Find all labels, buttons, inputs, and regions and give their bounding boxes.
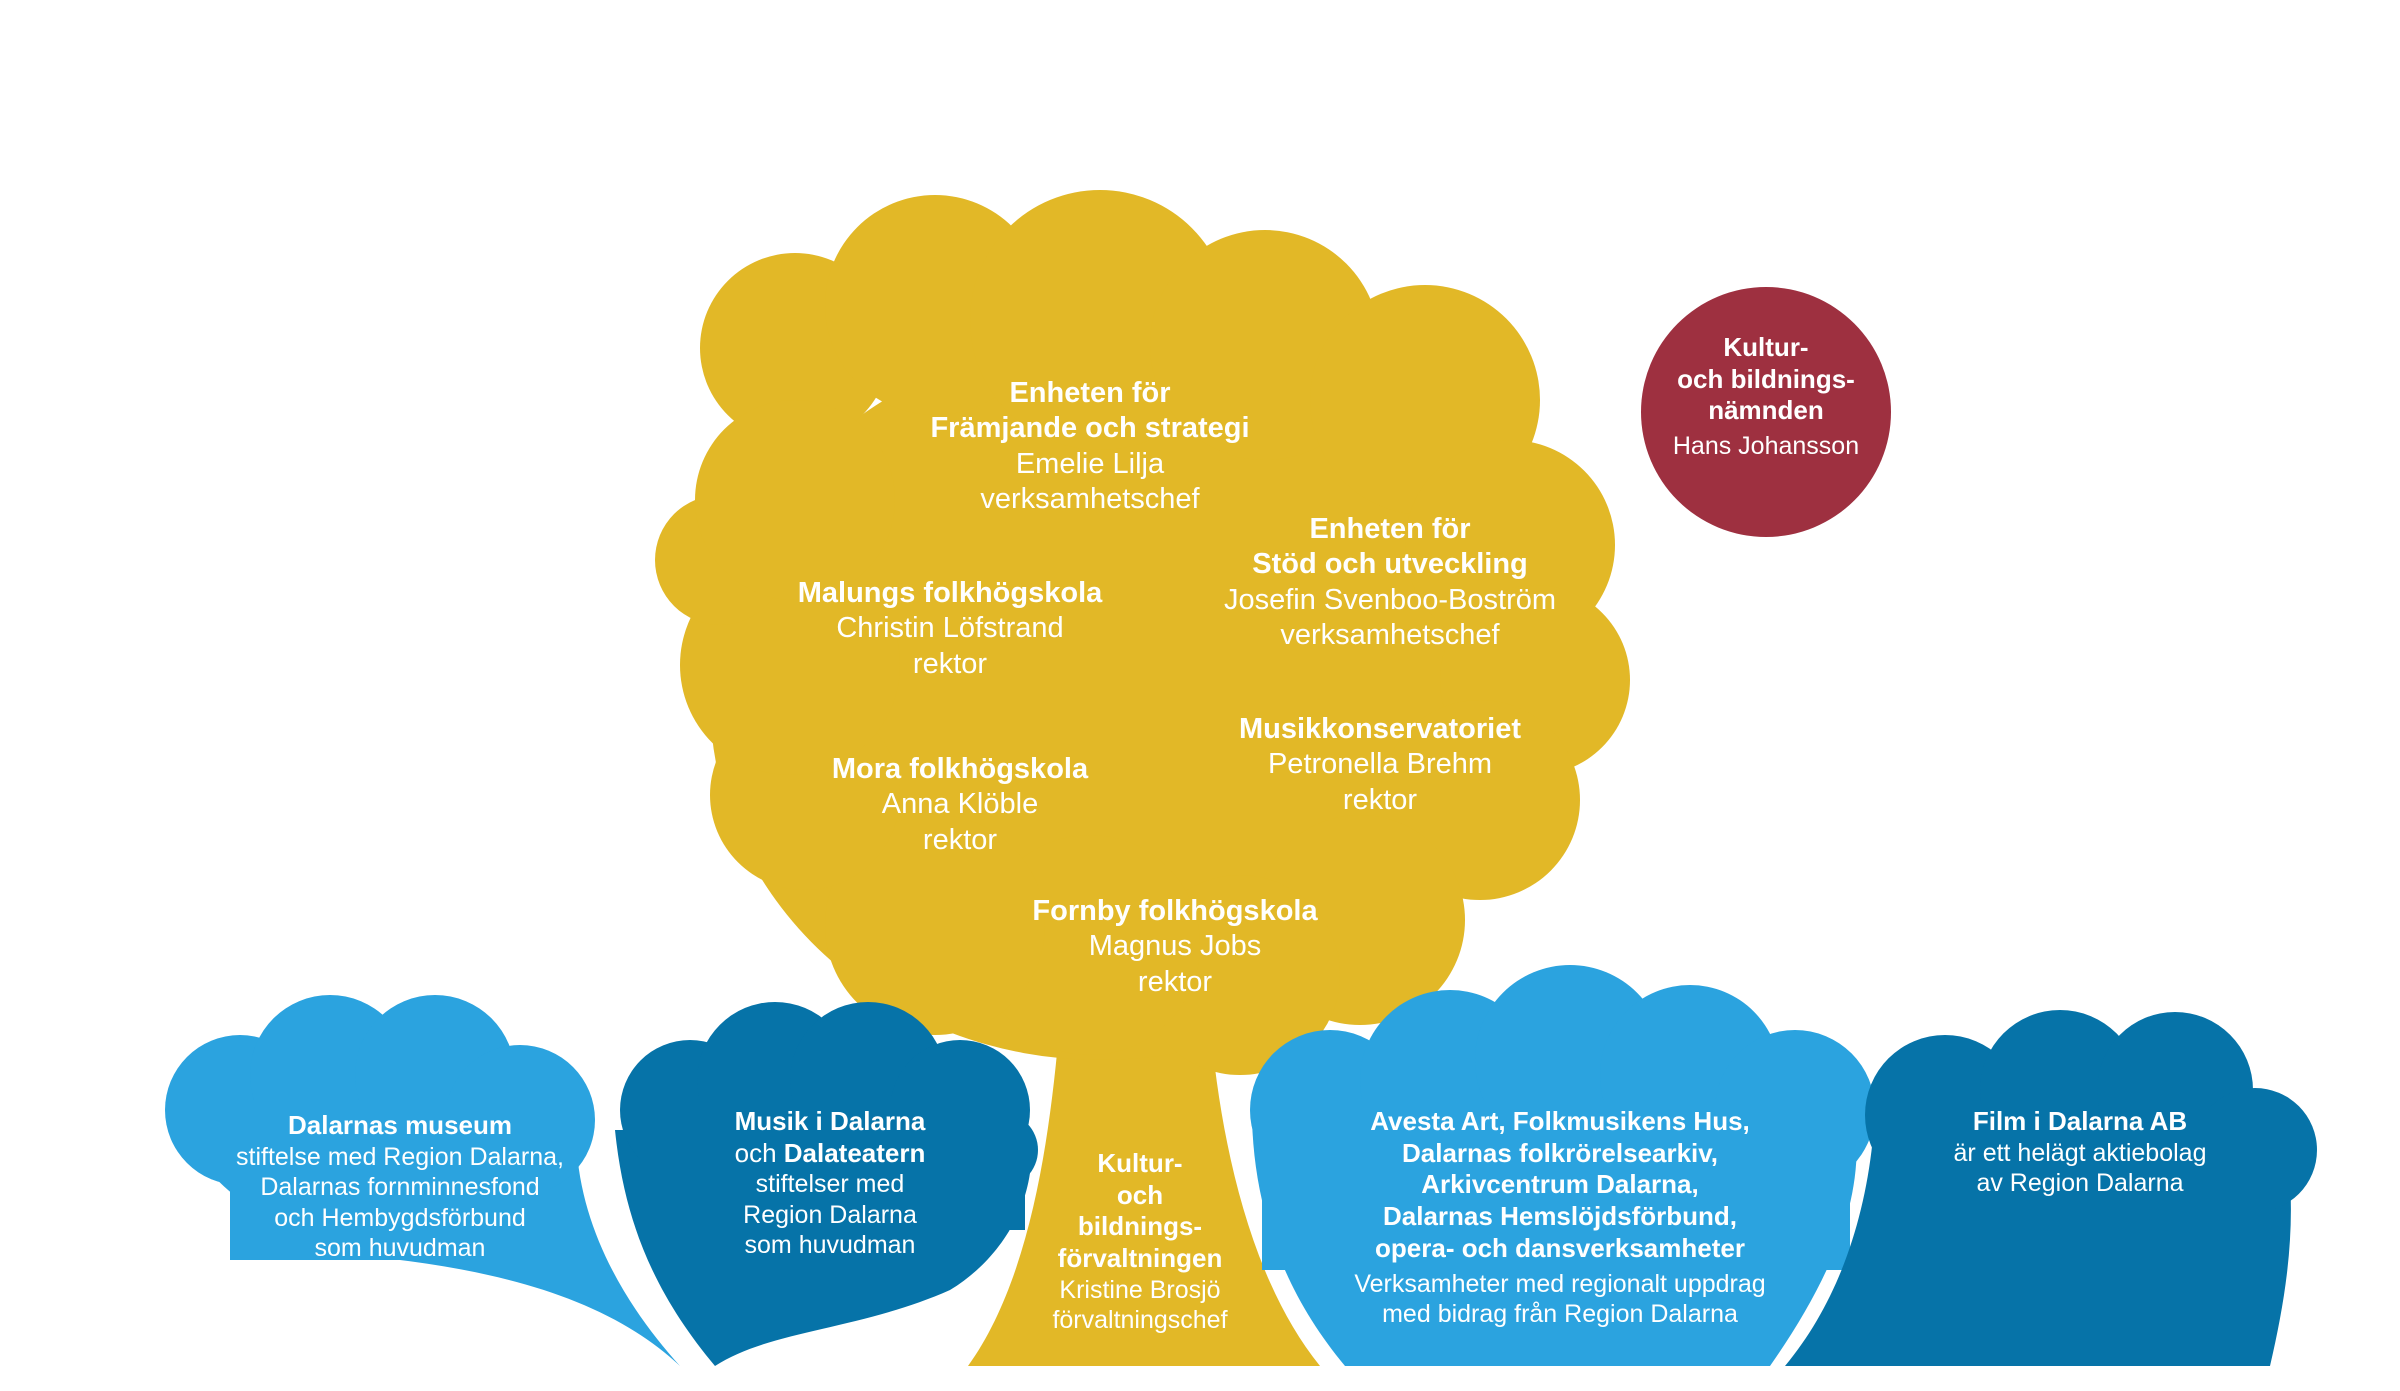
avesta-desc2: med bidrag från Region Dalarna xyxy=(1382,1300,1738,1329)
unit-fornby: Fornby folkhögskola Magnus Jobs rektor xyxy=(975,894,1375,1000)
museum-line4: som huvudman xyxy=(314,1234,486,1263)
musik-title2: Dalateatern xyxy=(783,1137,926,1168)
unit-stod-title1: Enheten för xyxy=(1309,513,1471,545)
bush-film xyxy=(1785,1010,2317,1366)
musik-title-row2: och Dalateatern xyxy=(660,1138,1000,1170)
council-name-line2: och bildnings- xyxy=(1677,363,1855,394)
musik-line3: som huvudman xyxy=(744,1231,916,1260)
film-line2: av Region Dalarna xyxy=(1976,1169,2184,1198)
unit-stod-person: Josefin Svenboo-Boström xyxy=(1223,583,1557,616)
unit-framjande-title1: Enheten för xyxy=(1009,377,1171,409)
council-label: Kultur- och bildnings- nämnden Hans Joha… xyxy=(1641,332,1891,462)
avesta-label: Avesta Art, Folkmusikens Hus, Dalarnas f… xyxy=(1280,1106,1840,1330)
unit-framjande-role: verksamhetschef xyxy=(980,483,1200,516)
unit-musikkons-role: rektor xyxy=(1342,783,1418,816)
council-person: Hans Johansson xyxy=(1672,432,1860,461)
unit-musikkonservatoriet: Musikkonservatoriet Petronella Brehm rek… xyxy=(1180,712,1580,818)
bush-museum xyxy=(165,995,681,1366)
trunk-person: Kristine Brosjö xyxy=(1059,1275,1221,1304)
musik-label: Musik i Dalarna och Dalateatern stiftels… xyxy=(660,1106,1000,1261)
unit-stod: Enheten för Stöd och utveckling Josefin … xyxy=(1180,512,1600,654)
avesta-line1: Avesta Art, Folkmusikens Hus, xyxy=(1370,1106,1750,1136)
tree-trunk xyxy=(968,1020,1320,1366)
bush-avesta xyxy=(1250,965,1875,1366)
museum-line3: och Hembygdsförbund xyxy=(274,1203,526,1232)
unit-malung: Malungs folkhögskola Christin Löfstrand … xyxy=(750,576,1150,682)
musik-line1: stiftelser med xyxy=(755,1170,905,1199)
avesta-line5: opera- och dansverksamheter xyxy=(1375,1232,1745,1263)
film-title: Film i Dalarna AB xyxy=(1972,1106,2188,1136)
unit-mora-role: rektor xyxy=(922,823,998,856)
unit-musikkons-person: Petronella Brehm xyxy=(1267,748,1493,781)
unit-fornby-person: Magnus Jobs xyxy=(1088,930,1262,963)
avesta-desc1: Verksamheter med regionalt uppdrag xyxy=(1354,1269,1766,1298)
unit-musikkons-title: Musikkonservatoriet xyxy=(1238,713,1522,745)
avesta-line3: Arkivcentrum Dalarna, xyxy=(1421,1169,1699,1200)
musik-och: och xyxy=(734,1137,777,1168)
unit-mora-title: Mora folkhögskola xyxy=(831,753,1089,785)
council-name-line1: Kultur- xyxy=(1723,332,1809,362)
trunk-line1: Kultur- xyxy=(1097,1148,1183,1178)
trunk-line3: bildnings- xyxy=(1077,1211,1203,1242)
unit-fornby-title: Fornby folkhögskola xyxy=(1032,895,1318,927)
council-circle xyxy=(1641,287,1891,537)
unit-framjande-person: Emelie Lilja xyxy=(1015,447,1165,480)
museum-line1: stiftelse med Region Dalarna, xyxy=(236,1142,564,1171)
unit-stod-title2: Stöd och utveckling xyxy=(1252,548,1528,581)
film-label: Film i Dalarna AB är ett helägt aktiebol… xyxy=(1910,1106,2250,1199)
trunk-line4: förvaltningen xyxy=(1057,1243,1223,1274)
unit-fornby-role: rektor xyxy=(1137,965,1213,998)
bush-musik xyxy=(615,1002,1038,1366)
tree-crown xyxy=(655,190,1630,1075)
trunk-line2: och xyxy=(1116,1179,1164,1210)
avesta-line4: Dalarnas Hemslöjdsförbund, xyxy=(1383,1201,1737,1232)
council-name-line3: nämnden xyxy=(1708,395,1824,426)
unit-framjande-title2: Främjande och strategi xyxy=(930,412,1250,445)
unit-framjande: Enheten för Främjande och strategi Emeli… xyxy=(850,376,1330,518)
unit-mora: Mora folkhögskola Anna Klöble rektor xyxy=(780,752,1140,858)
museum-label: Dalarnas museum stiftelse med Region Dal… xyxy=(190,1110,610,1264)
film-line1: är ett helägt aktiebolag xyxy=(1953,1138,2207,1167)
unit-stod-role: verksamhetschef xyxy=(1280,619,1500,652)
museum-line2: Dalarnas fornminnesfond xyxy=(260,1173,540,1202)
unit-mora-person: Anna Klöble xyxy=(881,788,1039,821)
museum-title: Dalarnas museum xyxy=(288,1110,512,1140)
avesta-line2: Dalarnas folkrörelsearkiv, xyxy=(1401,1137,1719,1168)
trunk-role: förvaltningschef xyxy=(1052,1306,1228,1335)
unit-malung-person: Christin Löfstrand xyxy=(836,612,1064,645)
musik-title: Musik i Dalarna xyxy=(734,1106,926,1136)
unit-malung-title: Malungs folkhögskola xyxy=(797,577,1103,609)
trunk-label: Kultur- och bildnings- förvaltningen Kri… xyxy=(1020,1148,1260,1336)
musik-line2: Region Dalarna xyxy=(743,1200,917,1229)
unit-malung-role: rektor xyxy=(912,647,988,680)
